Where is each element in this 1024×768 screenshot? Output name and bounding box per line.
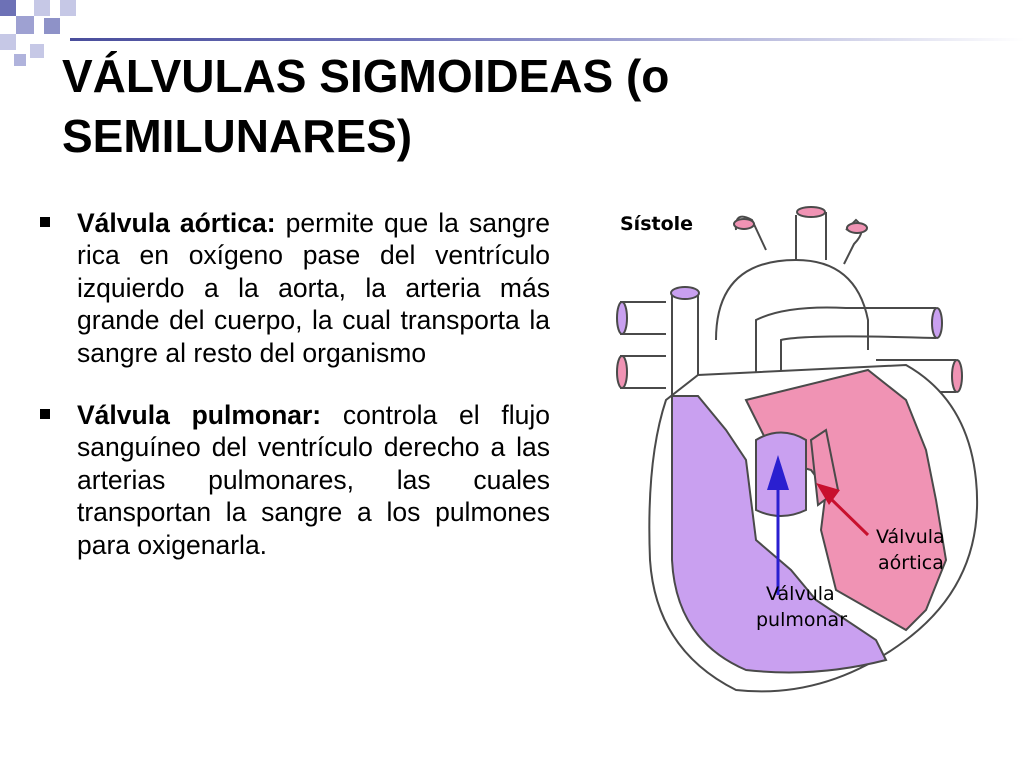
right-heart-chambers	[671, 395, 888, 674]
heart-diagram: Sístole Válvula aórtica Válvula pulmonar	[606, 200, 996, 700]
pulmonary-artery-opening	[931, 307, 943, 339]
aortic-valve-label-line-1: Válvula	[876, 526, 945, 548]
pulmonary-valve-label-line-2: pulmonar	[756, 609, 847, 631]
title-accent-bar	[70, 38, 1024, 41]
deco-square	[44, 18, 60, 34]
deco-square	[14, 54, 26, 66]
bullet-text: Válvula pulmonar: controla el flujo sang…	[77, 399, 550, 561]
deco-square	[34, 0, 50, 16]
vessel-left-lower-opening	[616, 355, 628, 389]
bullet-description: controla el flujo sanguíneo del ventrícu…	[77, 400, 550, 560]
bullet-term: Válvula pulmonar:	[77, 400, 322, 431]
vena-cava-opening	[670, 286, 700, 300]
aortic-arch	[715, 258, 869, 350]
vessel-right-opening	[951, 359, 963, 393]
heart-diagram-svg: Sístole Válvula aórtica Válvula pulmonar	[616, 206, 979, 693]
bullet-text: Válvula aórtica: permite que la sangre r…	[77, 207, 550, 369]
aortic-flow-arrow	[826, 494, 870, 537]
phase-label: Sístole	[620, 213, 693, 235]
branch-opening-3	[846, 222, 868, 234]
bullet-description: permite que la sangre rica en oxígeno pa…	[77, 208, 550, 368]
bullet-item-aortic-valve: Válvula aórtica: permite que la sangre r…	[40, 207, 550, 369]
deco-square	[0, 34, 16, 50]
vessel-left-lower	[620, 355, 666, 389]
aortic-valve-label-line-2: aórtica	[878, 552, 944, 574]
vessel-left-upper	[620, 301, 666, 335]
deco-square	[60, 0, 76, 16]
square-bullet-icon	[40, 409, 50, 420]
bullet-term: Válvula aórtica:	[77, 208, 276, 238]
bullet-item-pulmonary-valve: Válvula pulmonar: controla el flujo sang…	[40, 399, 550, 561]
deco-square	[0, 0, 16, 16]
aortic-arrow-head	[816, 483, 840, 505]
branch-opening-2	[796, 206, 826, 218]
deco-square	[16, 16, 34, 34]
bullet-list: Válvula aórtica: permite que la sangre r…	[40, 207, 550, 591]
aortic-branches	[734, 212, 863, 265]
pulmonary-arrow-head	[767, 455, 789, 490]
pulmonary-trunk	[755, 306, 937, 430]
deco-square	[30, 44, 44, 58]
pulmonary-valve-label-line-1: Válvula	[766, 583, 835, 605]
square-bullet-icon	[40, 217, 50, 227]
title-line-2: SEMILUNARES)	[62, 110, 413, 162]
slide-title: VÁLVULAS SIGMOIDEAS (o SEMILUNARES)	[62, 46, 962, 166]
vessel-left-upper-opening	[616, 301, 628, 335]
branch-opening-1	[733, 218, 755, 230]
title-line-1: VÁLVULAS SIGMOIDEAS (o	[62, 50, 670, 102]
